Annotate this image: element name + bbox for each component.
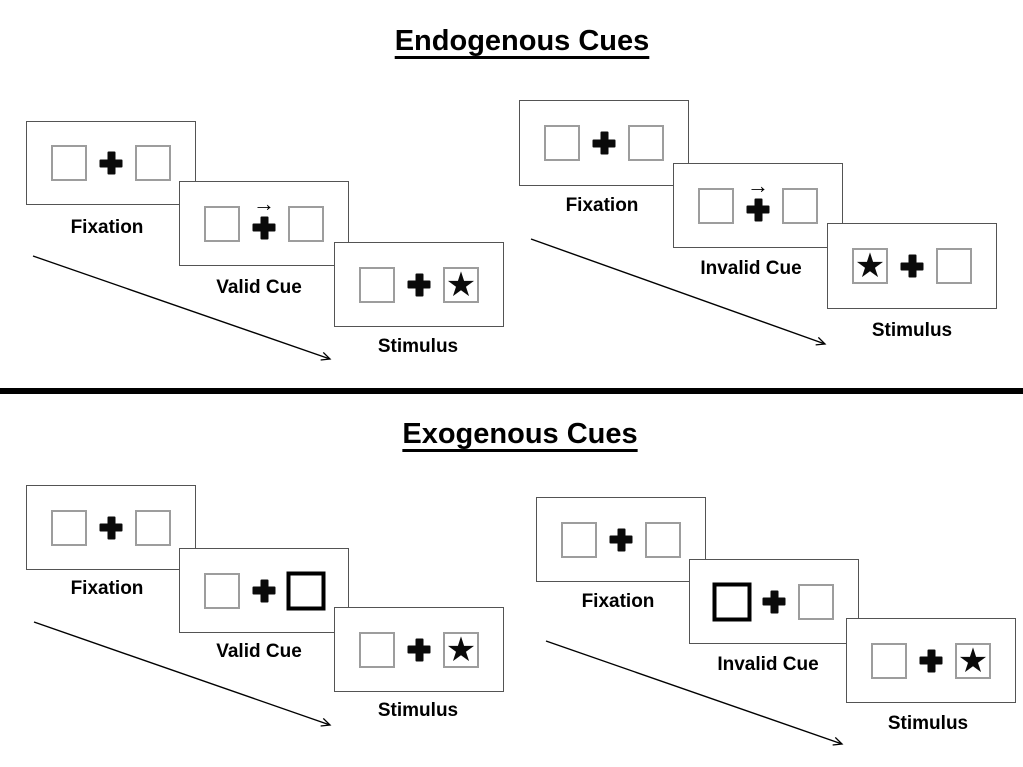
right-placeholder-box (135, 145, 171, 181)
fixation-cross-icon (252, 216, 276, 240)
fixation-cross-icon (252, 579, 276, 602)
stimulus-panel: ★ (334, 607, 504, 692)
fixation-panel (26, 121, 196, 205)
panel-label: Fixation (70, 217, 144, 238)
fixation-cross-icon (592, 131, 616, 155)
left-placeholder-box (359, 266, 395, 303)
star-icon: ★ (957, 641, 989, 680)
timeline-arrow (32, 255, 330, 359)
right-placeholder-box (798, 583, 834, 620)
panel-label: Fixation (581, 591, 655, 612)
fixation-cross-icon (99, 516, 123, 539)
cue-arrow-icon: → (253, 190, 275, 216)
fixation-cross-icon (762, 590, 786, 613)
star-icon: ★ (445, 265, 477, 304)
exogenous-title: Exogenous Cues (402, 418, 638, 450)
left-target-box: ★ (852, 248, 888, 284)
stimulus-panel: ★ (846, 618, 1016, 703)
panel-label: Valid Cue (216, 641, 302, 662)
right-target-box: ★ (443, 265, 479, 304)
left-placeholder-box (204, 205, 240, 242)
fixation-cross-icon (407, 273, 431, 296)
panel-label: Valid Cue (216, 277, 302, 298)
fixation-cross-icon (919, 649, 943, 672)
invalid-cue-panel (689, 559, 859, 644)
fixation-cross-icon (407, 638, 431, 661)
panel-label: Stimulus (871, 320, 953, 341)
panel-label: Stimulus (887, 713, 969, 734)
right-cued-box (286, 571, 326, 610)
fixation-cross-icon (900, 254, 924, 278)
fixation-panel (536, 497, 706, 582)
panel-label: Fixation (70, 578, 144, 599)
fixation-panel (26, 485, 196, 570)
valid-cue-panel (179, 548, 349, 633)
right-placeholder-box (135, 509, 171, 546)
fixation-panel (519, 100, 689, 186)
fixation-cross-icon (609, 528, 633, 551)
right-placeholder-box (645, 521, 681, 558)
left-cued-box (712, 582, 752, 621)
valid-cue-panel: → (179, 181, 349, 266)
timeline-arrow (33, 621, 330, 725)
left-placeholder-box (544, 125, 580, 161)
fixation-cross-icon (746, 198, 770, 222)
right-placeholder-box (628, 125, 664, 161)
panel-label: Fixation (565, 195, 639, 216)
stimulus-panel: ★ (334, 242, 504, 327)
stimulus-panel: ★ (827, 223, 997, 309)
cue-arrow-icon: → (747, 172, 769, 198)
panel-label: Invalid Cue (717, 654, 819, 675)
star-icon: ★ (445, 630, 477, 669)
timeline-arrow (530, 238, 825, 344)
right-placeholder-box (936, 248, 972, 284)
right-placeholder-box (288, 205, 324, 242)
left-placeholder-box (359, 631, 395, 668)
panel-label: Invalid Cue (700, 258, 802, 279)
invalid-cue-panel: → (673, 163, 843, 248)
star-icon: ★ (854, 247, 886, 285)
left-placeholder-box (51, 145, 87, 181)
right-placeholder-box (782, 187, 818, 224)
right-target-box: ★ (443, 630, 479, 669)
fixation-cross-icon (99, 151, 123, 175)
left-placeholder-box (561, 521, 597, 558)
right-target-box: ★ (955, 641, 991, 680)
left-placeholder-box (51, 509, 87, 546)
left-placeholder-box (204, 572, 240, 609)
left-placeholder-box (871, 642, 907, 679)
section-divider (0, 388, 1023, 394)
endogenous-title: Endogenous Cues (394, 25, 650, 57)
panel-label: Stimulus (377, 700, 459, 721)
panel-label: Stimulus (377, 336, 459, 357)
left-placeholder-box (698, 187, 734, 224)
